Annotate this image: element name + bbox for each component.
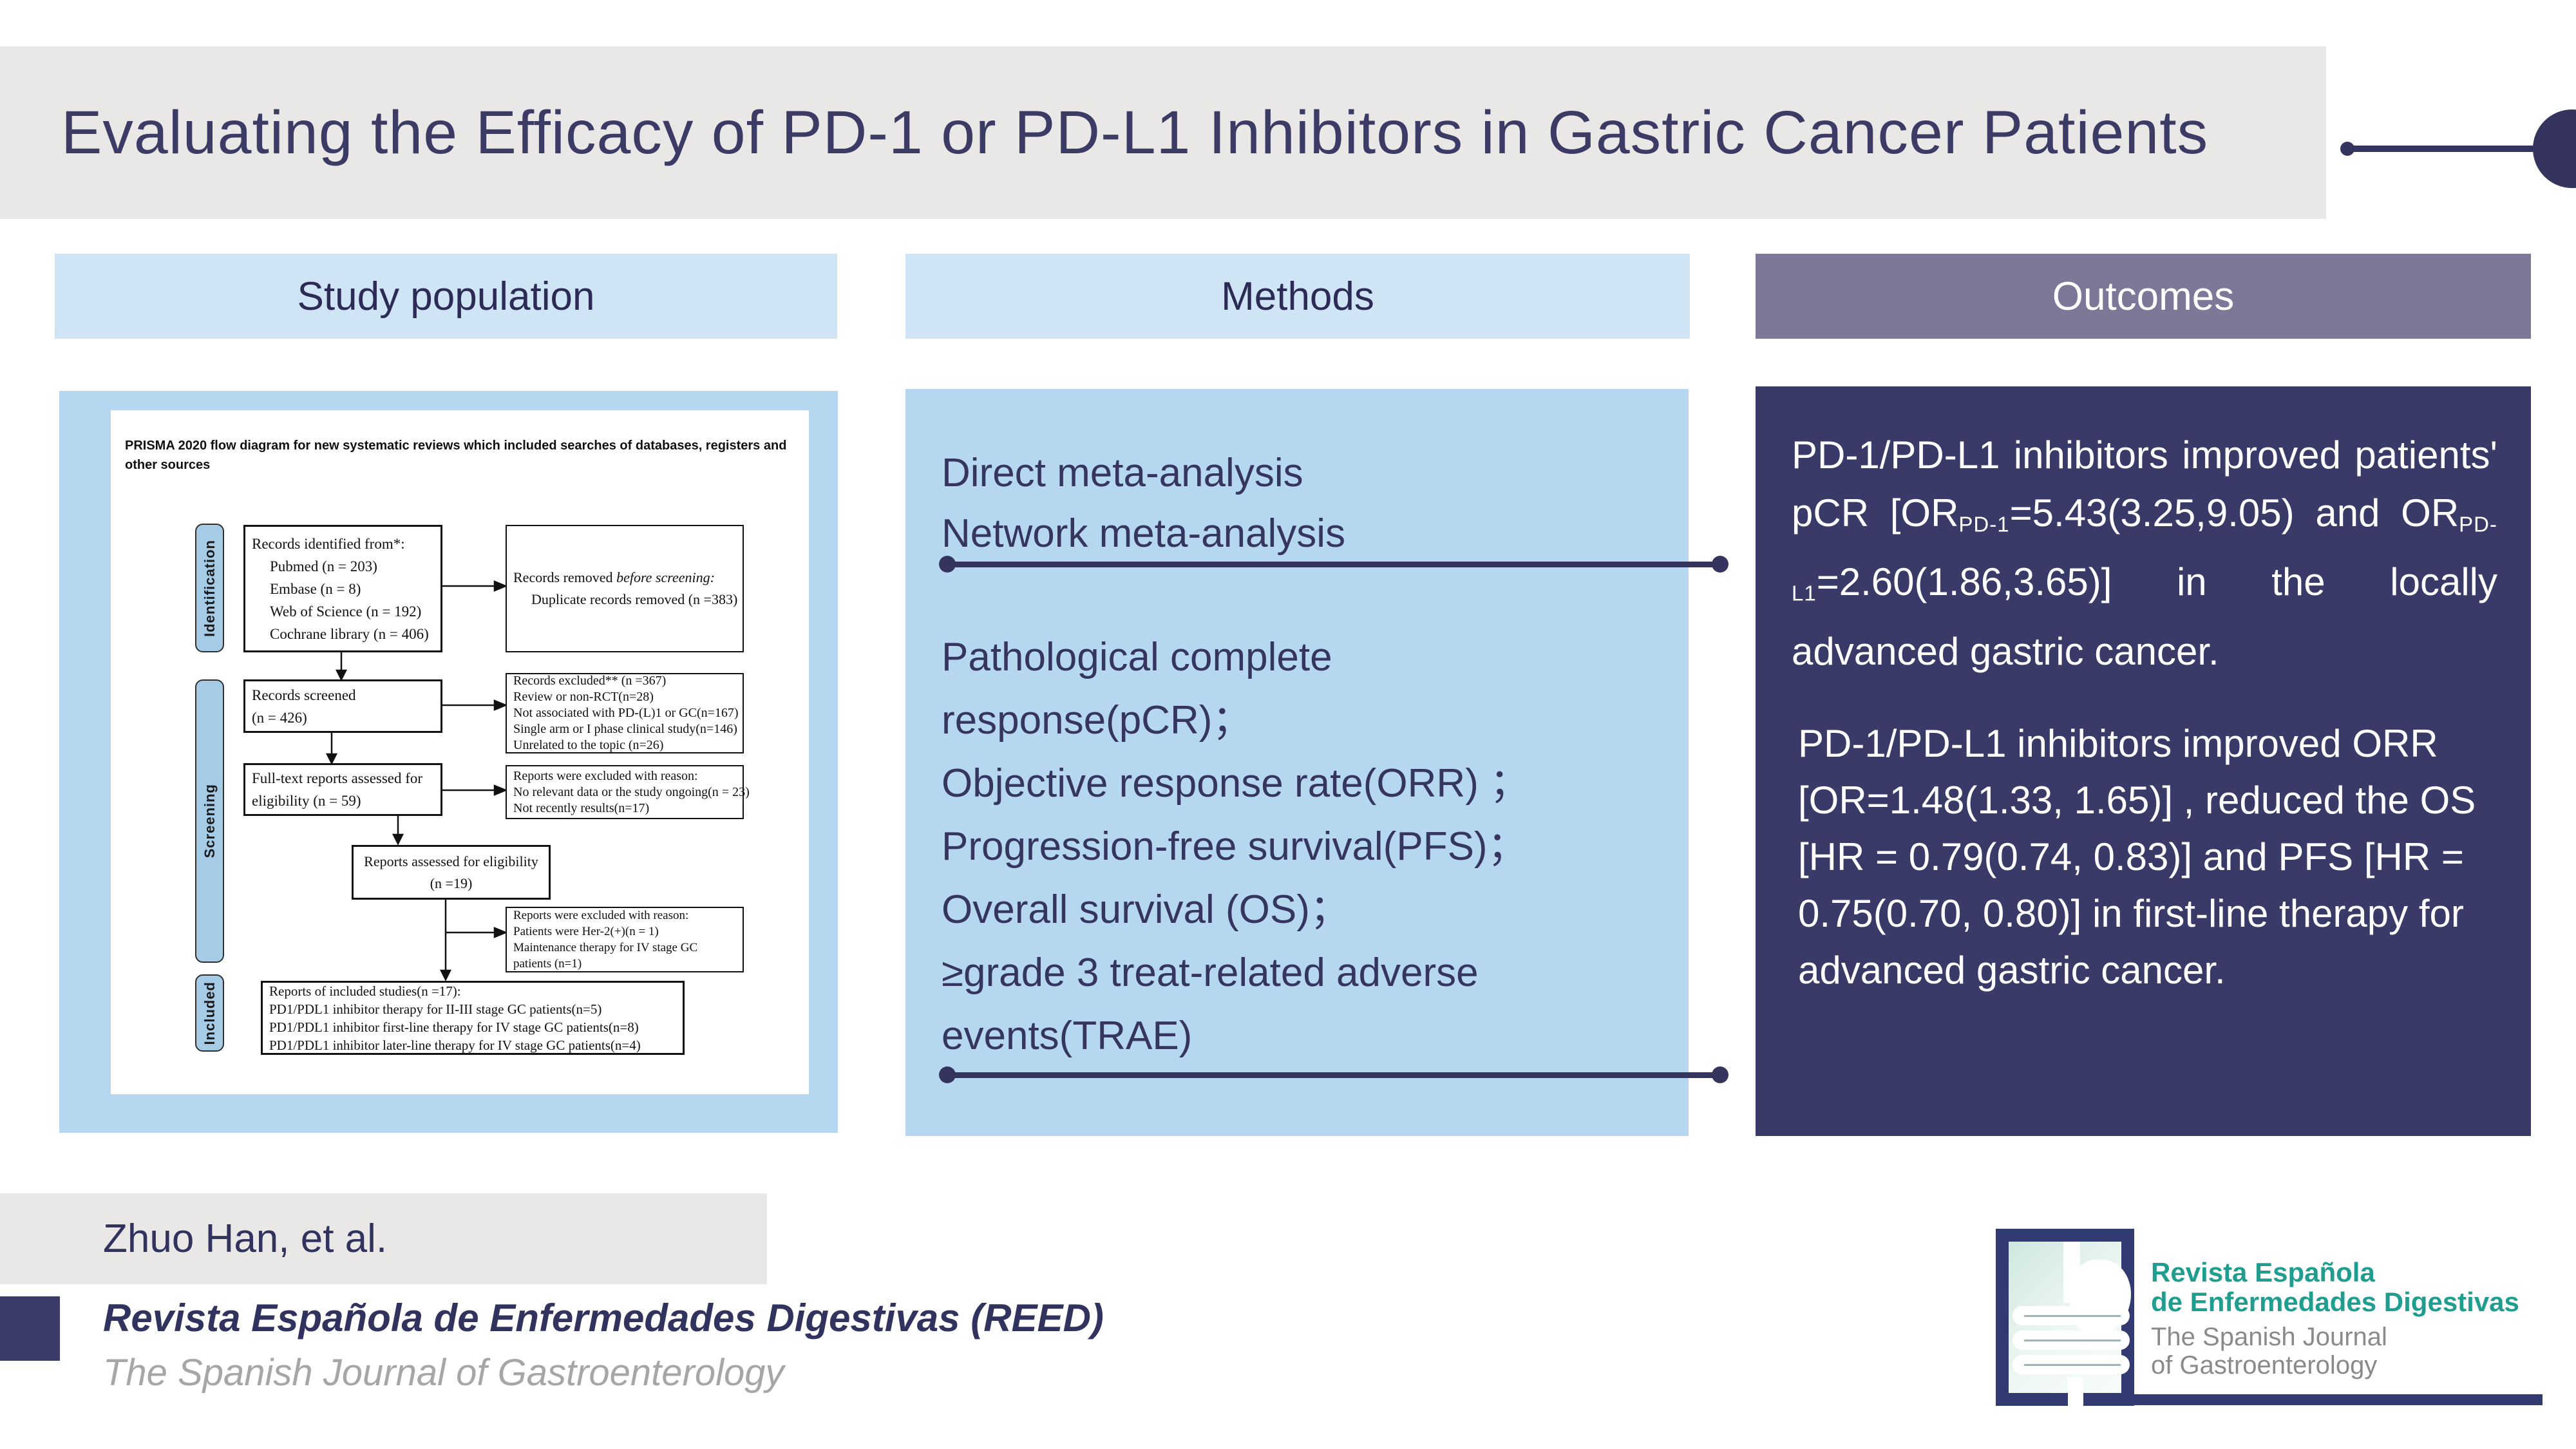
stage-bar-identification: Identification (195, 524, 224, 652)
connector-dot-top-left (939, 556, 956, 573)
header-methods-label: Methods (1221, 274, 1374, 319)
connector-line-top (947, 562, 1720, 567)
logo-coil-line (2024, 1340, 2121, 1341)
methods-panel (905, 389, 1689, 1136)
logo-intestine-coil (2012, 1306, 2130, 1325)
logo-title-line2: de Enfermedades Digestivas (2151, 1287, 2519, 1317)
page-title: Evaluating the Efficacy of PD-1 or PD-L1… (61, 98, 2209, 167)
logo-title-line1: Revista Española (2151, 1257, 2375, 1287)
logo-rectum-shape (2068, 1377, 2083, 1406)
prisma-title: PRISMA 2020 flow diagram for new systema… (125, 439, 787, 472)
prisma-box-reports-excluded-1: Reports were excluded with reason: No re… (506, 765, 750, 819)
journal-logo-icon (1996, 1229, 2134, 1406)
prisma-box-records-removed: Records removed before screening: Duplic… (506, 525, 744, 652)
stage-label-screening: Screening (201, 784, 218, 858)
prisma-box-records-excluded: Records excluded** (n =367) Review or no… (506, 673, 744, 753)
logo-intestine-coil (2012, 1331, 2130, 1350)
connector-dot-bottom-left (939, 1066, 956, 1083)
outcomes-paragraph-pcr: PD-1/PD-L1 inhibitors improved patients'… (1792, 433, 2497, 673)
stage-label-included: Included (201, 981, 218, 1045)
connector-line-bottom (947, 1072, 1720, 1078)
author-bar: Zhuo Han, et al. (0, 1193, 767, 1284)
footer-accent-square (0, 1296, 60, 1361)
authors: Zhuo Han, et al. (103, 1217, 388, 1261)
logo-coil-line (2024, 1364, 2121, 1366)
prisma-box-fulltext-assessed: Full-text reports assessed for eligibili… (243, 763, 442, 816)
methods-analysis-list: Direct meta-analysis Network meta-analys… (942, 451, 1346, 556)
prisma-box-reports-excluded-2: Reports were excluded with reason: Patie… (506, 907, 744, 972)
logo-background (2009, 1242, 2131, 1406)
title-accent-circle (2533, 109, 2576, 188)
prisma-box-reports-assessed: Reports assessed for eligibility (n =19) (352, 845, 551, 900)
connector-dot-bottom-right (1712, 1066, 1728, 1083)
stage-bar-screening: Screening (195, 679, 224, 963)
logo-subtitle-line2: of Gastroenterology (2151, 1351, 2378, 1379)
logo-subtitle-line1: The Spanish Journal (2151, 1323, 2387, 1351)
journal-name-english: The Spanish Journal of Gastroenterology (103, 1352, 784, 1394)
outcomes-panel: PD-1/PD-L1 inhibitors improved patients'… (1756, 386, 2531, 1136)
header-study-population-label: Study population (297, 274, 595, 319)
logo-intestine-coil (2012, 1355, 2130, 1374)
header-study-population: Study population (55, 254, 837, 339)
header-outcomes: Outcomes (1756, 254, 2531, 339)
title-connector-dot (2340, 142, 2354, 156)
prisma-box-records-identified: Records identified from*: Pubmed (n = 20… (243, 525, 442, 652)
logo-bottom-bar (2132, 1394, 2543, 1405)
subscript-pdl1: PD-L1 (1792, 512, 2497, 605)
prisma-diagram: PRISMA 2020 flow diagram for new systema… (111, 410, 809, 1094)
study-population-panel: PRISMA 2020 flow diagram for new systema… (59, 391, 838, 1133)
connector-dot-top-right (1712, 556, 1728, 573)
prisma-box-included-studies: Reports of included studies(n =17): PD1/… (261, 981, 685, 1055)
stage-label-identification: Identification (201, 539, 218, 637)
stage-bar-included: Included (195, 974, 224, 1052)
header-outcomes-label: Outcomes (2052, 274, 2235, 319)
journal-name: Revista Española de Enfermedades Digesti… (103, 1296, 1104, 1340)
prisma-arrows (325, 580, 508, 981)
logo-coil-line (2024, 1315, 2121, 1317)
title-connector-line (2347, 146, 2541, 152)
header-methods: Methods (905, 254, 1690, 339)
subscript-pd1: PD-1 (1958, 512, 2010, 536)
outcomes-paragraph-orr: PD-1/PD-L1 inhibitors improved ORR [OR=1… (1798, 721, 2476, 992)
title-bar: Evaluating the Efficacy of PD-1 or PD-L1… (0, 46, 2326, 219)
methods-endpoints-list: Pathological complete response(pCR)； Obj… (942, 635, 1530, 1058)
prisma-box-records-screened: Records screened (n = 426) (243, 679, 442, 733)
